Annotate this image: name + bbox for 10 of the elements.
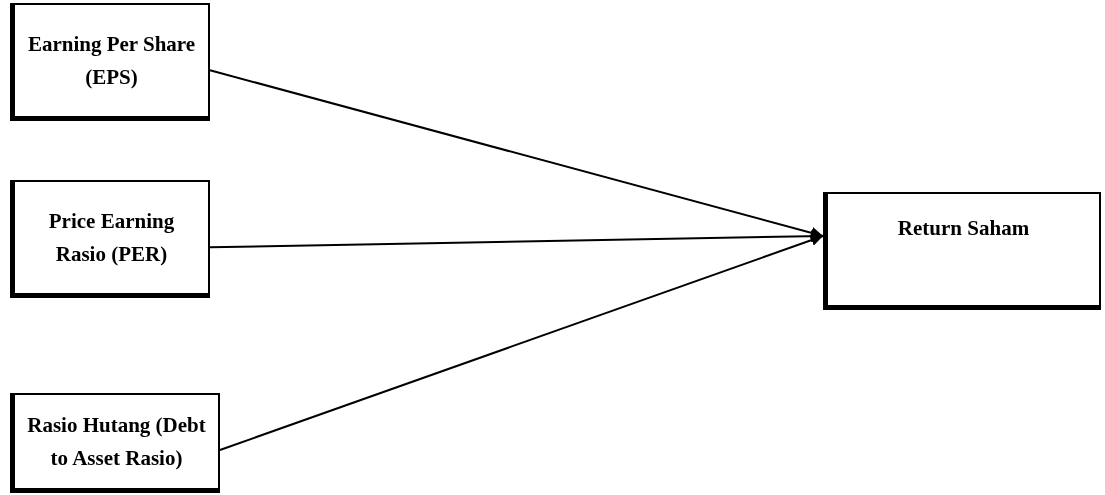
box-label: Price Earning Rasio (PER): [47, 207, 176, 268]
box-label: Rasio Hutang (Debt to Asset Rasio): [26, 411, 207, 472]
box: [823, 192, 1101, 310]
box-label: Return Saham: [896, 215, 1031, 242]
box-label: Earning Per Share (EPS): [26, 30, 197, 91]
box: [10, 3, 210, 121]
box: [10, 393, 220, 493]
box: [10, 180, 210, 298]
arrow: [219, 234, 824, 451]
arrow: [209, 69, 824, 239]
